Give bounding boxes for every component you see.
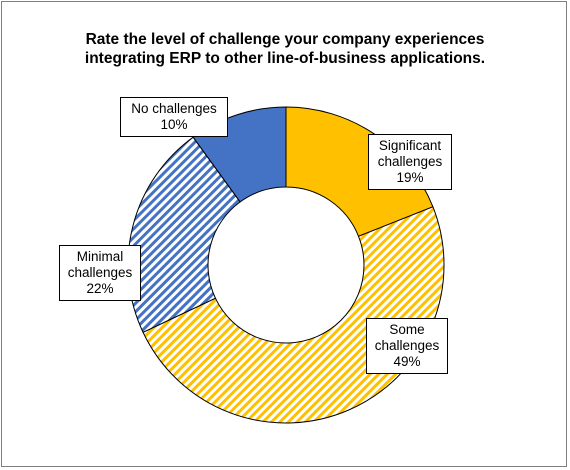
slice-label-some-value: 49% <box>393 354 421 369</box>
slice-label-significant-value: 19% <box>396 170 424 185</box>
slice-label-minimal-line-2: challenges <box>67 265 133 280</box>
slice-label-significant-line-2: challenges <box>377 154 443 169</box>
chart-title: Rate the level of challenge your company… <box>2 30 568 68</box>
slice-label-none-value: 10% <box>160 117 188 132</box>
slice-label-minimal-value: 22% <box>86 281 114 296</box>
slice-label-some: Some challenges 49% <box>366 318 448 374</box>
chart-title-line-2: integrating ERP to other line-of-busines… <box>84 50 486 67</box>
slice-label-minimal-line-1: Minimal <box>76 249 124 264</box>
slice-label-significant: Significant challenges 19% <box>368 134 452 190</box>
slice-label-significant-line-1: Significant <box>378 138 442 153</box>
slice-label-none-line-1: No challenges <box>131 101 217 116</box>
slice-label-none: No challenges 10% <box>120 97 228 137</box>
chart-title-line-1: Rate the level of challenge your company… <box>85 31 485 48</box>
slice-label-some-line-2: challenges <box>374 338 440 353</box>
slice-label-some-line-1: Some <box>389 322 425 337</box>
slice-label-minimal: Minimal challenges 22% <box>59 245 141 301</box>
donut-slice-significant <box>285 106 434 237</box>
